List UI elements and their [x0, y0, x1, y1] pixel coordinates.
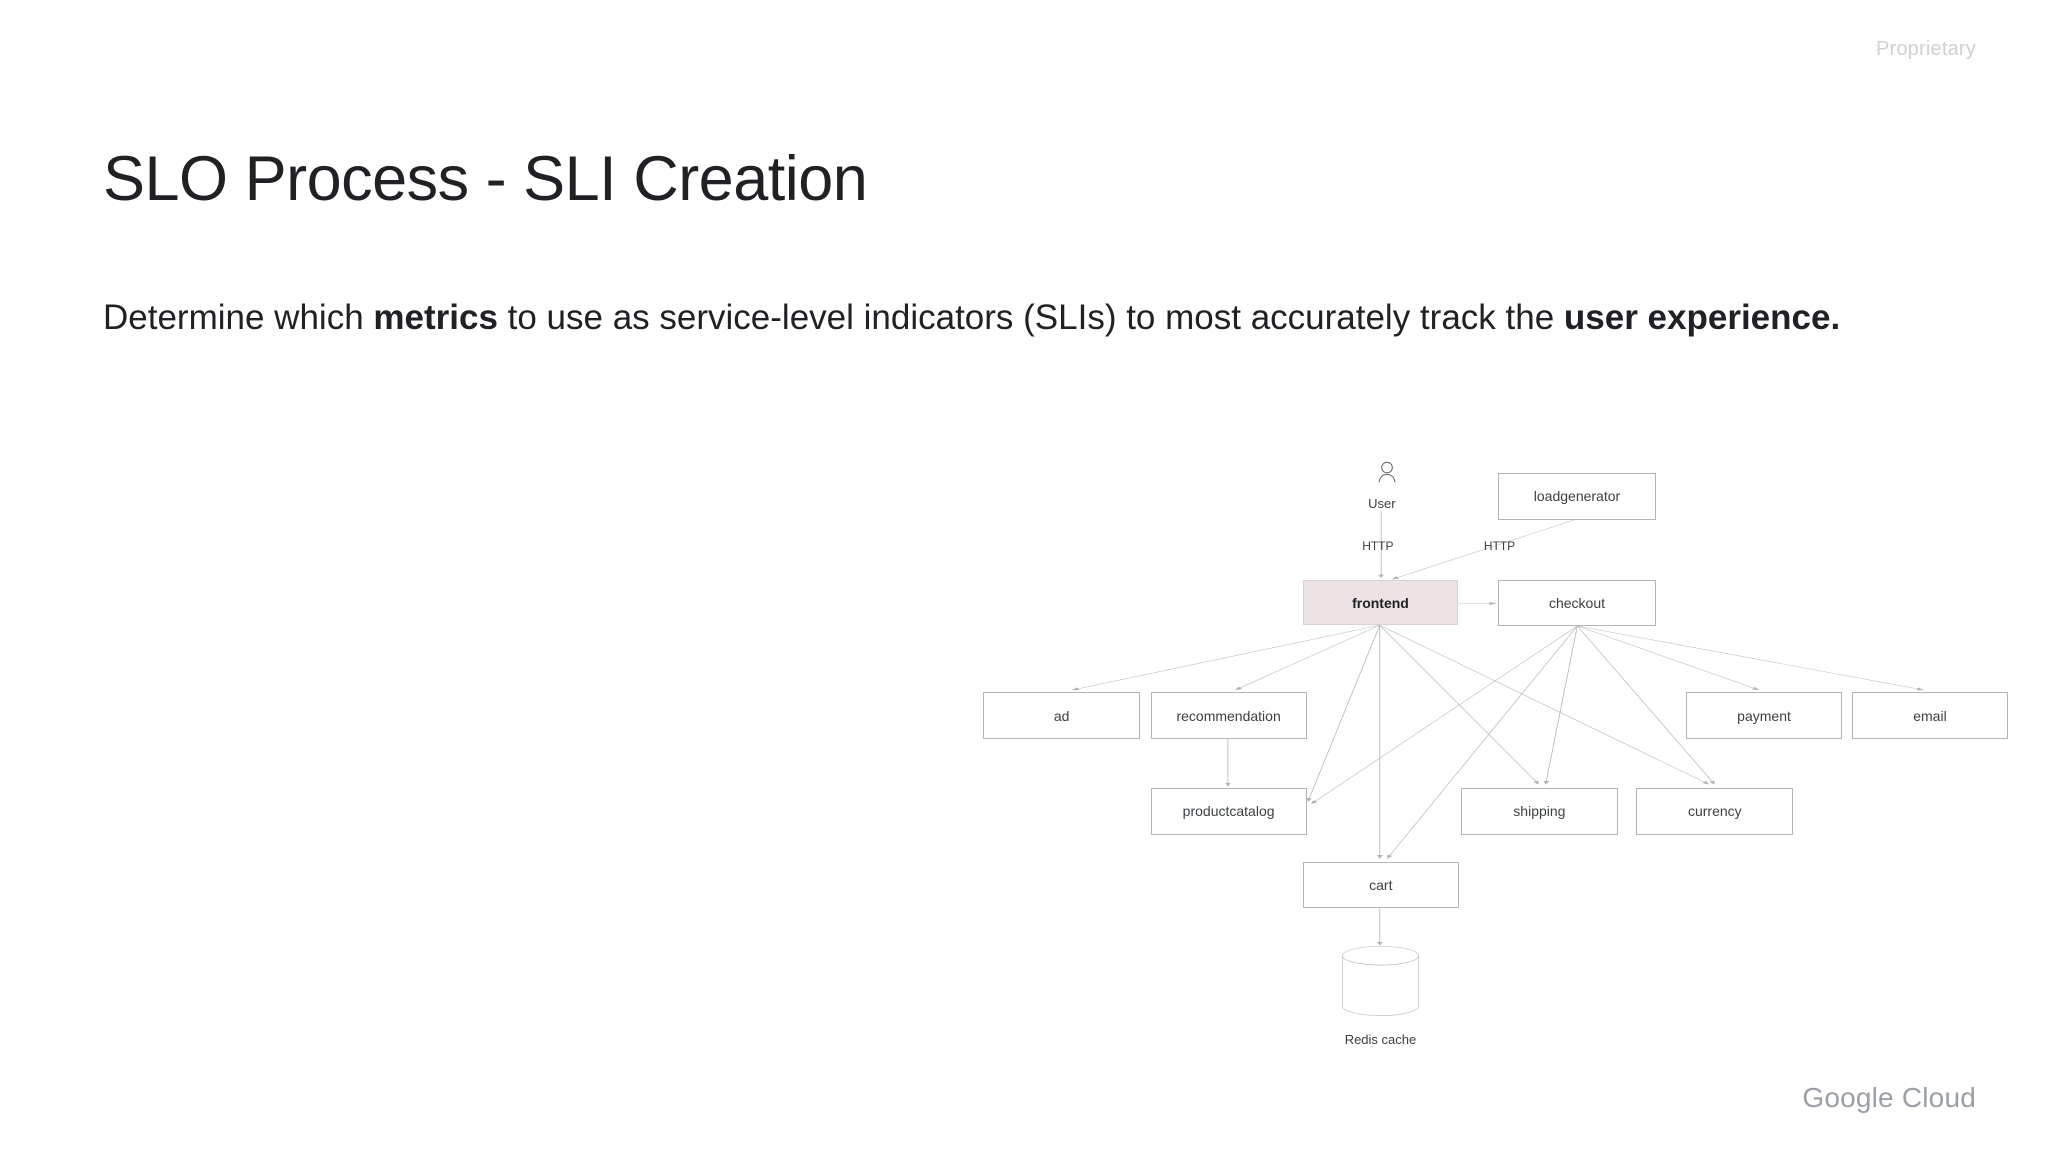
architecture-diagram: User HTTP HTTP loadgenerator frontend ch…	[960, 440, 2040, 1047]
body-text-segment-1: Determine which	[103, 298, 374, 337]
edge-checkout-shipping	[1543, 625, 1578, 785]
node-label-rediscache: Redis cache	[1344, 1032, 1417, 1048]
node-currency[interactable]: currency	[1636, 788, 1794, 835]
node-label-ad: ad	[1053, 707, 1070, 724]
edge-label-user-http: HTTP	[1362, 539, 1394, 554]
body-emphasis-metrics: metrics	[373, 298, 498, 337]
classification-label: Proprietary	[1875, 38, 1976, 60]
edge-loadgenerator-frontend	[1391, 519, 1575, 580]
node-shipping[interactable]: shipping	[1460, 788, 1619, 835]
node-label-payment: payment	[1737, 707, 1791, 724]
page-title: SLO Process - SLI Creation	[103, 144, 868, 215]
node-recommendation[interactable]: recommendation	[1150, 691, 1307, 740]
node-ad[interactable]: ad	[983, 691, 1140, 740]
edge-frontend-recommendation	[1235, 625, 1381, 691]
edge-checkout-productcatalog	[1311, 625, 1578, 805]
node-label-checkout: checkout	[1548, 595, 1606, 612]
edge-label-loadgen-http: HTTP	[1483, 539, 1516, 554]
node-loadgenerator[interactable]: loadgenerator	[1497, 472, 1657, 521]
node-label-currency: currency	[1687, 803, 1742, 820]
node-label-frontend: frontend	[1352, 594, 1409, 611]
node-frontend[interactable]: frontend	[1303, 580, 1458, 626]
logo-product-text: Cloud	[1901, 1082, 1976, 1113]
node-productcatalog[interactable]: productcatalog	[1150, 788, 1307, 835]
edge-frontend-productcatalog	[1306, 625, 1381, 802]
node-checkout[interactable]: checkout	[1497, 580, 1657, 626]
edge-frontend-currency	[1379, 625, 1710, 785]
actor-label-user: User	[1368, 496, 1396, 512]
node-label-email: email	[1913, 707, 1947, 724]
edge-checkout-email	[1577, 625, 1924, 691]
body-emphasis-user-experience: user experience.	[1563, 298, 1841, 337]
edge-frontend-ad	[1071, 625, 1380, 691]
node-label-shipping: shipping	[1513, 803, 1566, 820]
body-text-segment-2: to use as service-level indicators (SLIs…	[497, 298, 1564, 337]
node-label-recommendation: recommendation	[1176, 707, 1281, 724]
edge-checkout-currency	[1576, 625, 1715, 785]
node-label-cart: cart	[1369, 877, 1393, 894]
node-label-loadgenerator: loadgenerator	[1533, 488, 1621, 505]
diagram-edges-layer	[1071, 511, 1924, 946]
edge-checkout-payment	[1577, 625, 1760, 691]
node-email[interactable]: email	[1851, 691, 2009, 740]
node-label-productcatalog: productcatalog	[1182, 803, 1275, 820]
logo-brand-text: Google	[1802, 1082, 1894, 1113]
node-payment[interactable]: payment	[1685, 691, 1843, 740]
google-cloud-logo: Google Cloud	[1802, 1082, 1976, 1114]
node-cart[interactable]: cart	[1303, 861, 1459, 909]
slide-body-text: Determine which metrics to use as servic…	[103, 273, 1978, 362]
node-rediscache[interactable]: Redis cache	[1306, 946, 1455, 1047]
edge-checkout-cart	[1387, 625, 1578, 859]
cylinder-shape	[1342, 946, 1419, 1016]
